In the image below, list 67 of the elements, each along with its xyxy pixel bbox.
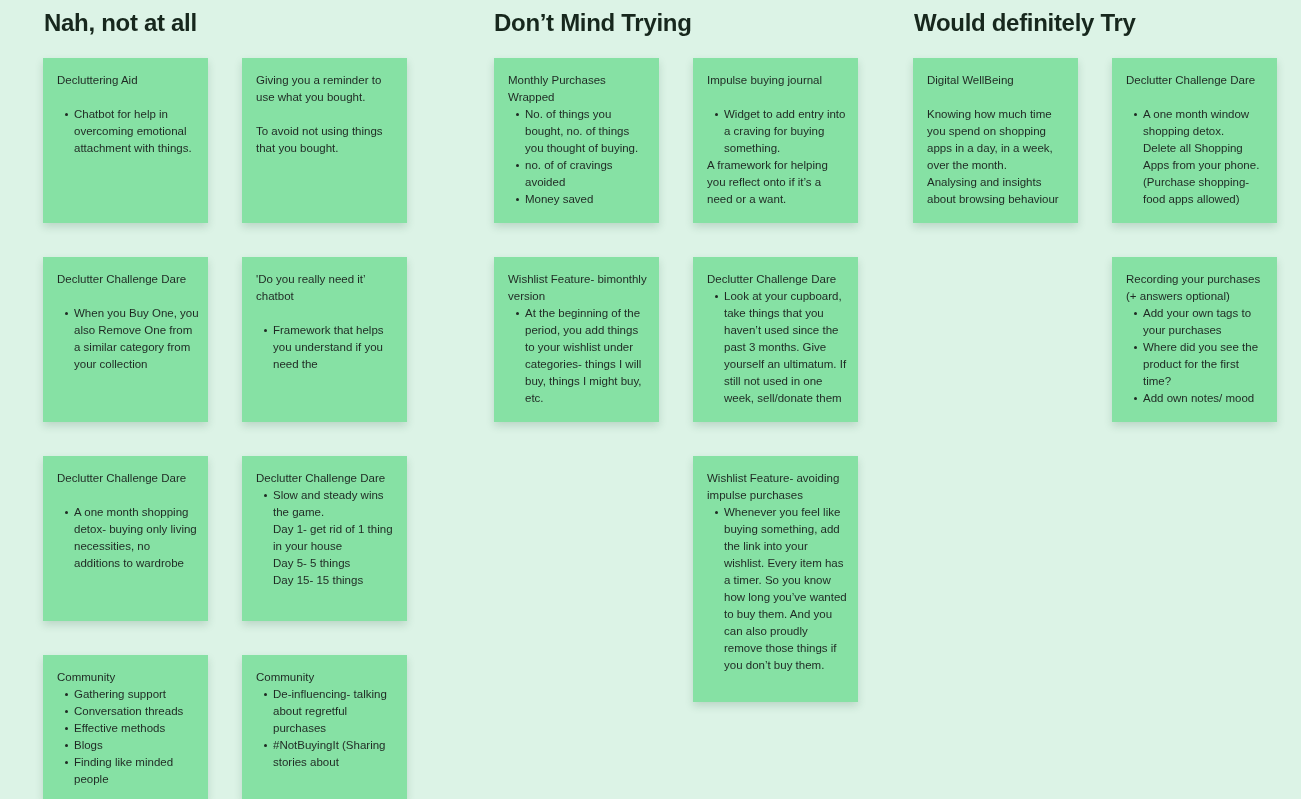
bullet-item: Gathering support [57, 686, 199, 703]
column-heading: Don’t Mind Trying [494, 9, 692, 37]
sticky-note [913, 58, 1078, 223]
bullet-item: no. of of cravings avoided [508, 157, 650, 191]
sticky-note [43, 456, 208, 621]
bullet-item: Finding like minded people [57, 754, 199, 788]
bullet-item: Chatbot for help in overcoming emotional attachment with things. [57, 106, 199, 157]
bullet-item: #NotBuyingIt (Sharing stories about [256, 737, 398, 771]
bullet-item: Effective methods [57, 720, 199, 737]
note-text: Delete all Shopping Apps from your phone. [1142, 141, 1261, 173]
note-text: To avoid not using things that you bought. [256, 124, 384, 156]
sticky-note [242, 257, 407, 422]
note-title: Declutter Challenge Dare [256, 471, 387, 486]
note-text: Day 15- 15 things [272, 573, 365, 588]
note-title: Declutter Challenge Dare [57, 272, 188, 287]
note-title: Declutter Challenge Dare [1126, 73, 1257, 88]
note-text: Day 1- get rid of 1 thing in your house [272, 522, 394, 554]
bullet-item: Whenever you feel like buying something, add the link into your wishlist. Every item has a timer. So you know how long you’ve wanted to buy them. And you can also proudly remove those things if you don’t buy them. [707, 504, 849, 674]
sticky-note [494, 58, 659, 223]
bullet-item: At the beginning of the period, you add things to your wishlist under categories- things I will buy, things I might buy, etc. [508, 305, 650, 407]
sticky-note [242, 655, 407, 799]
sticky-note [494, 257, 659, 422]
bullet-item: Framework that helps you understand if you need the [256, 322, 398, 373]
note-text: Day 5- 5 things [272, 556, 352, 571]
bullet-item: Slow and steady wins the game. [256, 487, 398, 521]
sticky-note [43, 655, 208, 799]
note-text: (Purchase shopping-food apps allowed) [1142, 175, 1251, 207]
bullet-item: No. of things you bought, no. of things you thought of buying. [508, 106, 650, 157]
note-text: A framework for helping you reflect onto if it’s a need or a want. [707, 158, 829, 207]
sticky-note [693, 456, 858, 702]
note-title: Decluttering Aid [57, 73, 139, 88]
column-heading: Would definitely Try [914, 9, 1136, 37]
bullet-item: Widget to add entry into a craving for buying something. [707, 106, 849, 157]
sticky-note [1112, 257, 1277, 422]
note-title: Impulse buying journal [707, 73, 824, 88]
sticky-note [242, 456, 407, 621]
bullet-item: Blogs [57, 737, 199, 754]
note-title: Digital WellBeing [927, 73, 1015, 88]
bullet-item: A one month shopping detox- buying only living necessities, no additions to wardrobe [57, 504, 199, 572]
sticky-note [43, 58, 208, 223]
note-title: Recording your purchases (+ answers optional) [1126, 272, 1262, 304]
note-title: 'Do you really need it’ chatbot [256, 272, 367, 304]
bullet-item: Where did you see the product for the first time? [1126, 339, 1268, 390]
bullet-item: Conversation threads [57, 703, 199, 720]
bullet-item: When you Buy One, you also Remove One from a similar category from your collection [57, 305, 199, 373]
column-heading: Nah, not at all [44, 9, 197, 37]
bullet-item: Add your own tags to your purchases [1126, 305, 1268, 339]
bullet-item: Money saved [508, 191, 650, 208]
note-text: Analysing and insights about browsing behaviour [927, 175, 1060, 207]
sticky-note [693, 257, 858, 422]
note-title: Wishlist Feature- avoiding impulse purchases [707, 471, 841, 503]
note-title: Declutter Challenge Dare [57, 471, 188, 486]
bullet-item: A one month window shopping detox. [1126, 106, 1268, 140]
bullet-item: De-influencing- talking about regretful purchases [256, 686, 398, 737]
note-title: Wishlist Feature- bimonthly version [508, 272, 648, 304]
note-title: Declutter Challenge Dare [707, 272, 838, 287]
note-title: Community [256, 670, 316, 685]
sticky-note [43, 257, 208, 422]
note-text: Knowing how much time you spend on shopping apps in a day, in a week, over the month. [927, 107, 1054, 173]
note-title: Community [57, 670, 117, 685]
bullet-item: Look at your cupboard, take things that you haven’t used since the past 3 months. Give yourself an ultimatum. If still not used in one week, sell/donate them [707, 288, 849, 407]
sticky-note [1112, 58, 1277, 223]
sticky-note [242, 58, 407, 223]
note-text: Giving you a reminder to use what you bought. [256, 73, 383, 105]
note-title: Monthly Purchases Wrapped [508, 73, 607, 105]
sticky-note [693, 58, 858, 223]
bullet-item: Add own notes/ mood [1126, 390, 1268, 407]
